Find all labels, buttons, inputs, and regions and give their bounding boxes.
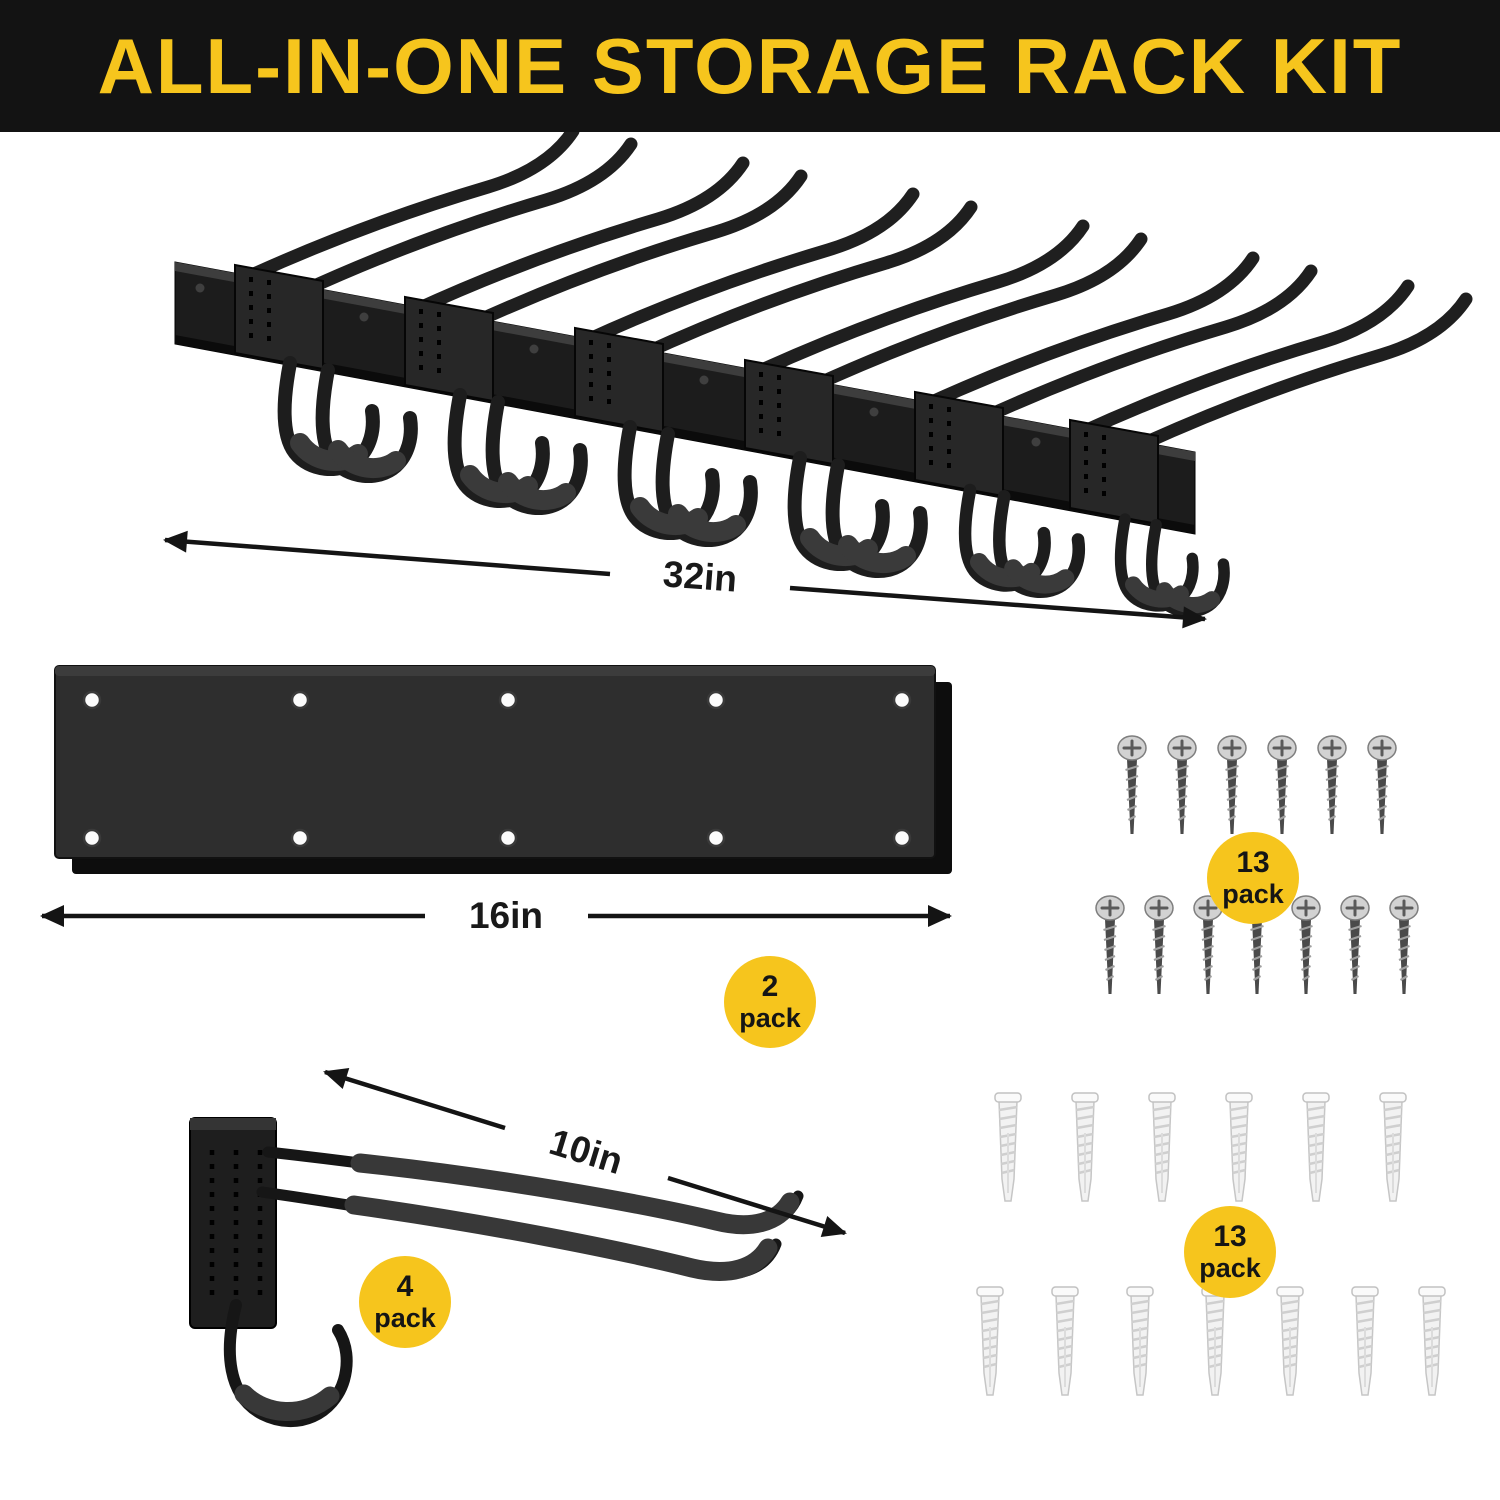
- anchors-pack-count: 13: [1213, 1220, 1247, 1254]
- wall-anchor-icon: [1301, 1091, 1331, 1203]
- screw-icon: [1094, 894, 1126, 996]
- screw-icon: [1388, 894, 1420, 996]
- hook-pack-count: 4: [396, 1270, 414, 1304]
- wall-anchor-icon: [1070, 1091, 1100, 1203]
- panel-screw-holes: [82, 690, 912, 848]
- screw-icon: [1143, 894, 1175, 996]
- screw-icon: [1216, 734, 1248, 836]
- rail-screw-holes: [195, 283, 1041, 447]
- wall-anchor-icon: [1200, 1285, 1230, 1397]
- rack-mounting-plates: [234, 263, 1159, 526]
- screw-icon: [1339, 894, 1371, 996]
- anchors-pack-unit: pack: [1199, 1252, 1261, 1283]
- wall-anchor-icon: [1350, 1285, 1380, 1397]
- rack-width-arrow-right: [789, 585, 1207, 629]
- dimension-arrows: [40, 530, 1207, 1237]
- plate-slots: [249, 277, 1106, 505]
- rail-width-label: 16in: [468, 895, 544, 936]
- wall-anchor-icon: [1224, 1091, 1254, 1203]
- screw-icon: [1316, 734, 1348, 836]
- rail-pack-unit: pack: [739, 1002, 801, 1033]
- hook-pack-badge: 4 pack: [359, 1256, 451, 1348]
- hook-pack-unit: pack: [374, 1302, 436, 1333]
- wall-anchor-icon: [1275, 1285, 1305, 1397]
- storage-rack-graphic: [174, 131, 1466, 612]
- rack-downhook-icon: [1121, 519, 1225, 612]
- screw-icon: [1266, 734, 1298, 836]
- hook-wall-plate: [189, 1117, 277, 1329]
- wall-anchor-icon: [975, 1285, 1005, 1397]
- single-hook-graphic: [189, 1117, 804, 1428]
- screw-icon: [1290, 894, 1322, 996]
- wall-anchor-icon: [1050, 1285, 1080, 1397]
- anchors-pack-badge: 13 pack: [1184, 1206, 1276, 1298]
- screw-icon: [1192, 894, 1224, 996]
- rail-pack-badge: 2 pack: [724, 956, 816, 1048]
- mounting-rail-graphic: [54, 665, 952, 874]
- screw-icon: [1166, 734, 1198, 836]
- hook-plate-slots: [209, 1150, 263, 1302]
- rack-width-arrow-left: [163, 530, 611, 577]
- wall-anchor-icon: [1417, 1285, 1447, 1397]
- rack-width-label: 32in: [661, 553, 739, 600]
- hook-depth-arrow-right: [667, 1175, 847, 1237]
- rack-uphook-icon: [243, 131, 631, 292]
- wall-anchor-icon: [1125, 1285, 1155, 1397]
- wall-anchor-icon: [1378, 1091, 1408, 1203]
- screws-pack-count: 13: [1236, 846, 1270, 880]
- rail-pack-count: 2: [761, 970, 779, 1004]
- screws-pack-badge: 13 pack: [1207, 832, 1299, 924]
- wall-anchor-icon: [993, 1091, 1023, 1203]
- page-title: ALL-IN-ONE STORAGE RACK KIT: [97, 21, 1403, 110]
- screw-icon: [1116, 734, 1148, 836]
- screw-icon: [1366, 734, 1398, 836]
- screws-pack-unit: pack: [1222, 878, 1284, 909]
- hook-depth-arrow-left: [323, 1068, 506, 1131]
- wall-anchor-icon: [1147, 1091, 1177, 1203]
- title-banner: ALL-IN-ONE STORAGE RACK KIT: [0, 0, 1500, 132]
